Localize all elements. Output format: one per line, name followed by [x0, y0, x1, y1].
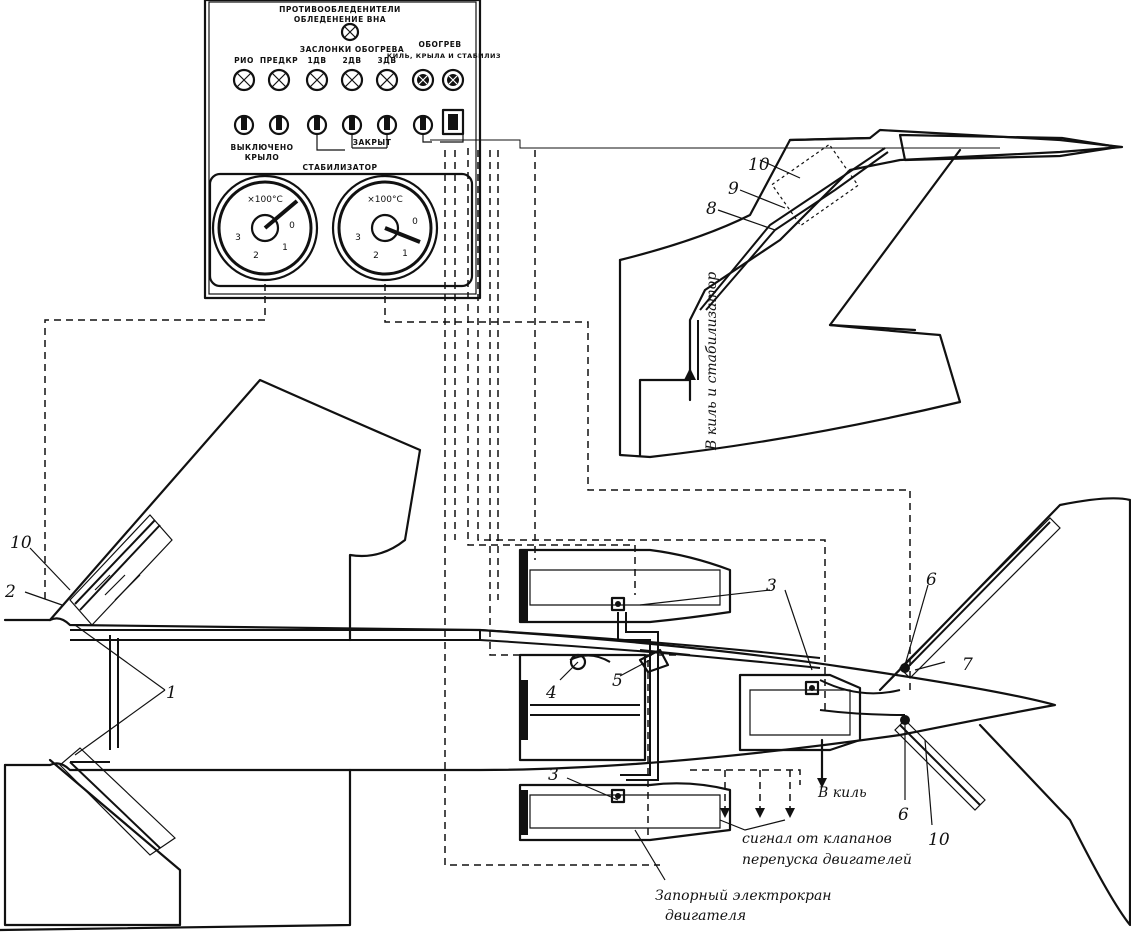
callout-10-left: 10: [10, 533, 32, 553]
signal-wiring: [44, 139, 1000, 866]
caption-valve-line1: Запорный электрокран: [655, 888, 832, 904]
signal-lamp-dv1: [305, 68, 329, 92]
gauge-left-tick-2: 2: [253, 251, 259, 261]
engine-middle: [518, 653, 647, 762]
lamp-label-dv2: 2ДВ: [342, 56, 361, 65]
signal-lamp-heat-2: [441, 68, 465, 92]
callout-6-lower: 6: [898, 805, 909, 825]
caption-to-fin: В киль: [817, 785, 867, 801]
callout-7: 7: [962, 655, 973, 675]
callout-2: 2: [4, 582, 16, 602]
caption-valve-line2: двигателя: [665, 908, 746, 924]
gauge-right-tick-3: 3: [355, 233, 361, 243]
lamp-label-dv1: 1ДВ: [307, 56, 326, 65]
signal-lamp-predkr: [267, 68, 291, 92]
engine-lower: [518, 782, 732, 842]
control-panel: ПРОТИВООБЛЕДЕНИТЕЛИ ОБЛЕДЕНЕНИЕ ВНА РИО …: [203, 0, 501, 300]
engine-upper: [518, 548, 732, 624]
gauge-unit-right: ×100°C: [367, 195, 403, 205]
gauge-right-tick-0: 0: [412, 217, 418, 227]
lamp-label-obogrev: ОБОГРЕВ: [418, 40, 461, 49]
signal-lamp-rio: [232, 68, 256, 92]
panel-title: ПРОТИВООБЛЕДЕНИТЕЛИ: [279, 5, 401, 14]
caption-bleed-line2: перепуска двигателей: [742, 852, 912, 868]
temperature-gauge-right: ×100°C 3 2 1 0: [331, 174, 439, 282]
caption-bleed-line1: сигнал от клапанов: [742, 831, 892, 847]
signal-arrows: [719, 738, 827, 831]
valve-6-upper: [900, 663, 910, 673]
callout-8: 8: [706, 199, 717, 219]
panel-subtitle: ОБЛЕДЕНЕНИЕ ВНА: [294, 15, 386, 24]
switch-label-closed: ЗАКРЫТ: [353, 138, 392, 147]
gauge-right-tick-1: 1: [402, 249, 408, 259]
lamp-label-predkr: ПРЕДКР: [260, 56, 298, 65]
hot-air-ducts: [569, 612, 906, 781]
gauge-right-tick-2: 2: [373, 251, 379, 261]
lamp-label-obogrev-sub: КИЛЬ, КРЫЛА И СТАБИЛИЗ: [387, 52, 501, 60]
lamp-label-dv3: 3ДВ: [377, 56, 396, 65]
callout-3-lower: 3: [548, 765, 559, 785]
switch-label-wing: КРЫЛО: [245, 153, 280, 162]
callout-3-upper: 3: [766, 576, 777, 596]
signal-lamp-heat-1: [411, 68, 435, 92]
valve-3-upper: [610, 596, 626, 612]
gauge-left-tick-3: 3: [235, 233, 241, 243]
callout-10-inset: 10: [748, 155, 770, 175]
guarded-switch[interactable]: [441, 108, 465, 136]
valve-5: [638, 648, 670, 674]
engine-rear: [738, 673, 862, 752]
valve-3-rear: [804, 680, 820, 696]
horizontal-stabilizer: [878, 497, 1131, 927]
valve-4: [569, 653, 587, 671]
fin-inset: В киль и стабилизатор: [618, 128, 1124, 459]
toggle-switch-4[interactable]: [341, 114, 363, 136]
gauge-left-tick-0: 0: [289, 221, 295, 231]
gauge-unit-left: ×100°C: [247, 195, 283, 205]
temperature-gauge-left: ×100°C 3 2 1 0: [211, 174, 319, 282]
callout-5: 5: [612, 671, 623, 691]
wing-lower: [0, 747, 352, 932]
callout-9: 9: [728, 179, 739, 199]
toggle-switch-5[interactable]: [376, 114, 398, 136]
callout-numbers: 10 2 1 3 3 4 5 6 7 6 10 8 9 10: [4, 155, 973, 850]
lamp-label-zaslonki: ЗАСЛОНКИ ОБОГРЕВА: [300, 45, 404, 54]
caption-to-fin-and-stab: В киль и стабилизатор: [704, 272, 720, 451]
toggle-switch-6[interactable]: [412, 114, 434, 136]
switch-label-stab: СТАБИЛИЗАТОР: [302, 163, 377, 172]
signal-lamp-dv2: [340, 68, 364, 92]
callout-6-upper: 6: [926, 570, 937, 590]
gauge-left-tick-1: 1: [282, 243, 288, 253]
callout-1: 1: [166, 683, 177, 703]
valve-6-lower: [900, 715, 910, 725]
toggle-switch-3[interactable]: [306, 114, 328, 136]
signal-lamp-dv3: [375, 68, 399, 92]
leader-lines: [24, 159, 946, 881]
lamp-label-rio: РИО: [234, 56, 254, 65]
fuselage: [3, 617, 1057, 772]
callout-10-right: 10: [928, 830, 950, 850]
wing-upper: [48, 378, 422, 642]
switch-label-off: ВЫКЛЮЧЕНО: [231, 143, 294, 152]
toggle-switch-2[interactable]: [268, 114, 290, 136]
toggle-switch-1[interactable]: [233, 114, 255, 136]
valve-3-lower: [610, 788, 626, 804]
callout-4: 4: [545, 683, 557, 703]
ice-warning-lamp: [340, 22, 360, 42]
captions: В киль сигнал от клапанов перепуска двиг…: [655, 785, 912, 924]
